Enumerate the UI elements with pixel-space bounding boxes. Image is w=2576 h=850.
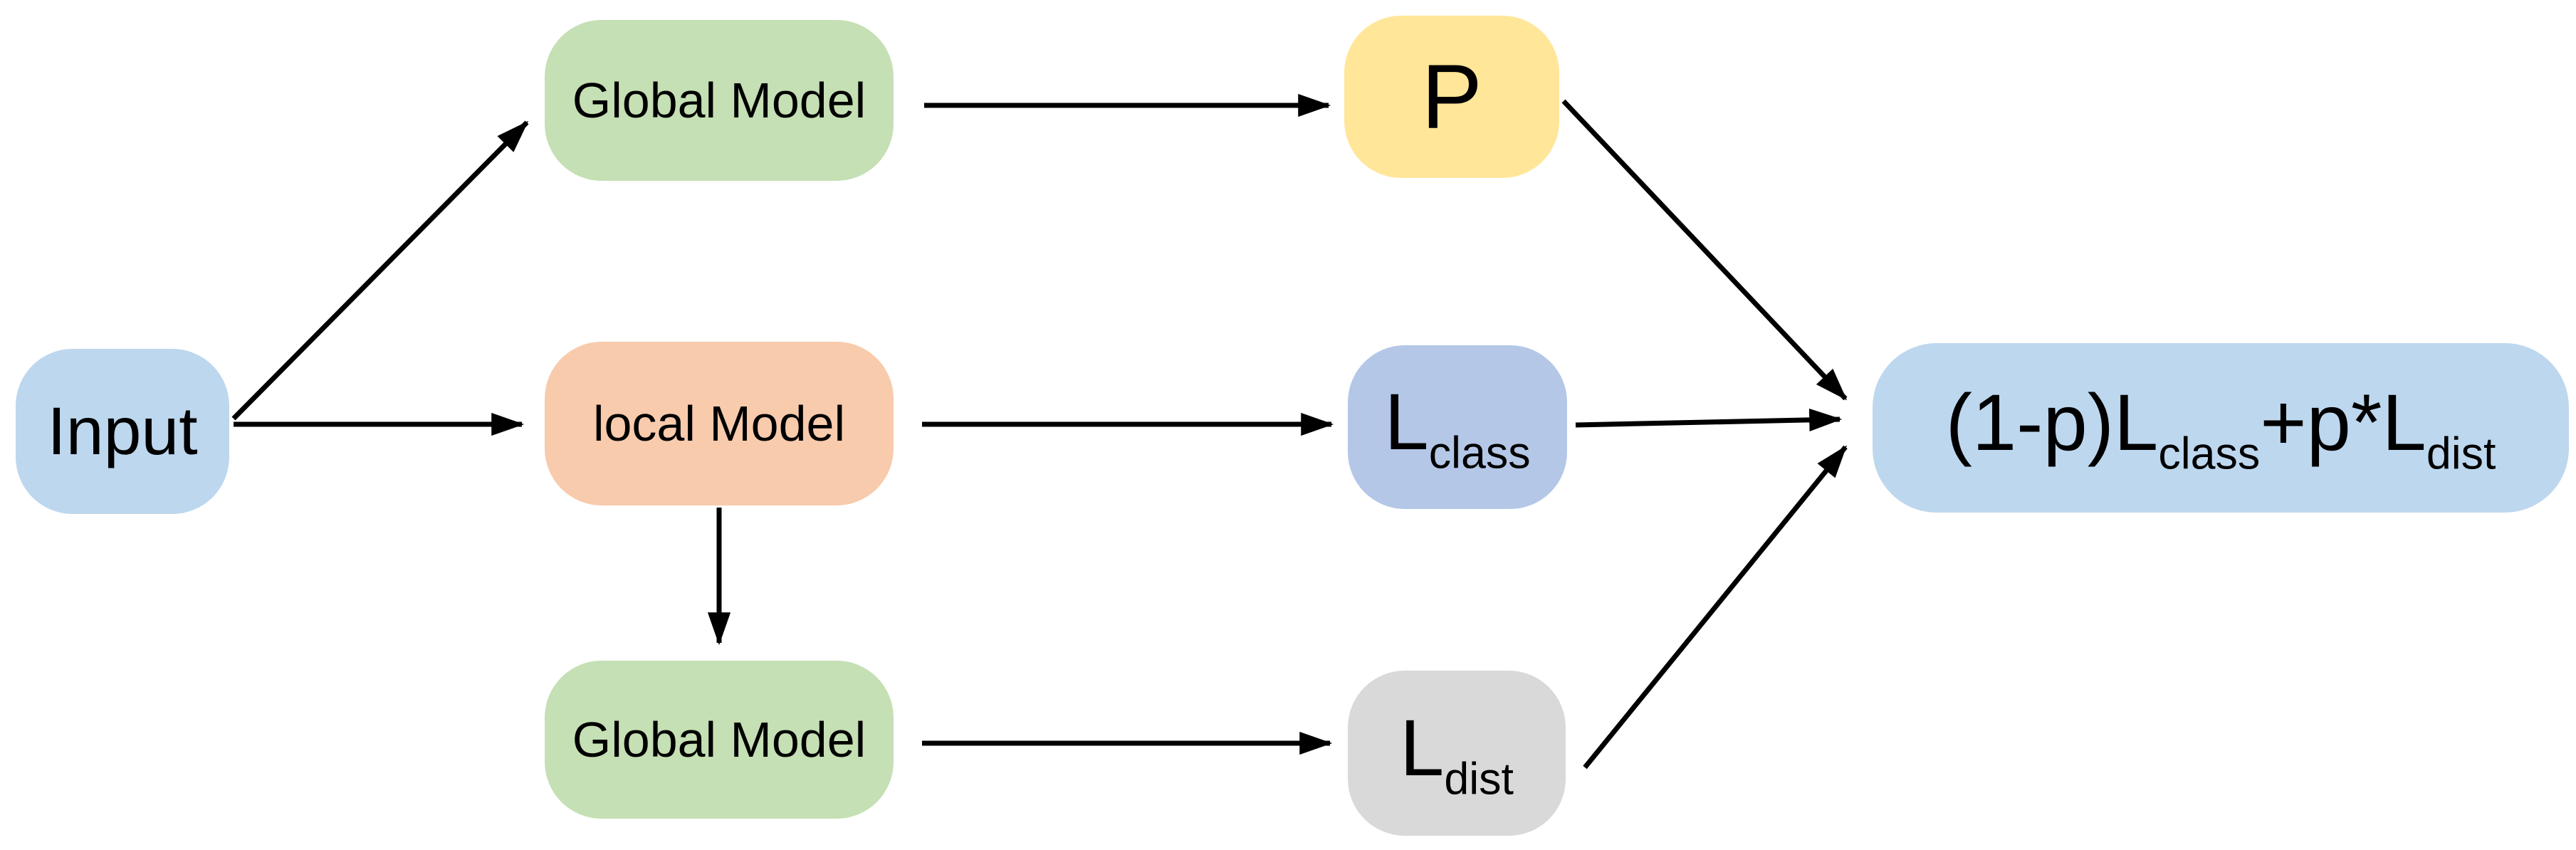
edge-p-to-loss (1561, 99, 1848, 401)
edge-input-to-global-model-top (231, 120, 529, 421)
node-local-model-label: local Model (592, 396, 846, 451)
node-local-model: local Model (545, 342, 894, 505)
edge-l-class-to-loss (1575, 408, 1843, 432)
edge-l-dist-to-loss (1583, 445, 1848, 770)
node-global-model-bottom: Global Model (545, 661, 894, 819)
node-l-class-label: Lclass (1384, 376, 1530, 478)
l-dist-subscript: dist (1444, 754, 1514, 804)
l-dist-main: L (1400, 703, 1445, 792)
l-class-main: L (1384, 377, 1429, 466)
node-p-output: P (1344, 16, 1559, 178)
node-p-output-label: P (1421, 46, 1482, 148)
loss-subscript2: dist (2426, 429, 2496, 479)
node-l-class: Lclass (1348, 345, 1567, 509)
node-global-model-bottom-label: Global Model (572, 712, 866, 767)
node-l-dist-label: Ldist (1400, 702, 1514, 804)
node-loss-formula: (1-p)Lclass+p*Ldist (1873, 343, 2569, 513)
l-class-subscript: class (1428, 428, 1531, 478)
node-l-dist: Ldist (1348, 671, 1566, 836)
loss-part1: (1-p)L (1945, 377, 2159, 467)
node-global-model-top-label: Global Model (572, 73, 866, 128)
node-input-label: Input (47, 393, 198, 469)
node-global-model-top: Global Model (545, 20, 894, 181)
loss-part2: +p*L (2260, 377, 2426, 467)
node-loss-formula-label: (1-p)Lclass+p*Ldist (1946, 377, 2496, 479)
loss-subscript1: class (2158, 429, 2261, 479)
node-input: Input (16, 349, 229, 514)
